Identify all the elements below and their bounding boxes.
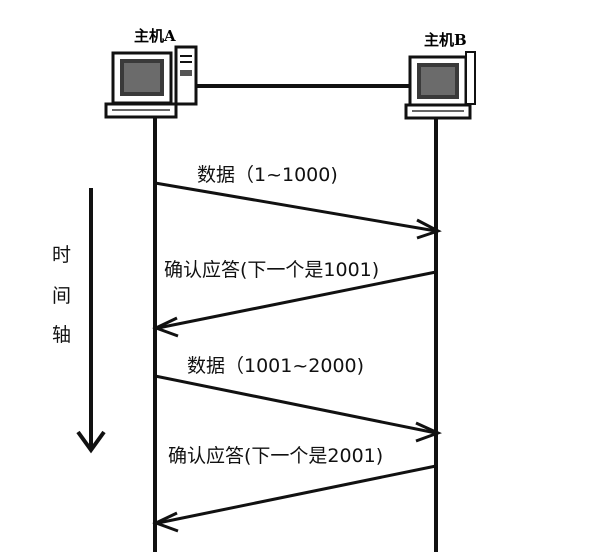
message-data-1-label: 数据（1~1000) [197, 164, 338, 186]
message-data-1-arrow [154, 181, 442, 240]
time-axis-arrow [76, 188, 106, 454]
time-axis-char-2: 间 [52, 285, 71, 307]
message-data-2-label: 数据（1001~2000) [187, 355, 364, 377]
message-data-2-arrow [154, 374, 442, 443]
host-b-computer-icon [404, 51, 476, 120]
message-ack-2-label: 确认应答(下一个是2001) [168, 445, 383, 467]
time-axis-char-3: 轴 [52, 324, 71, 346]
host-b-label: 主机B [424, 31, 467, 49]
message-ack-1-arrow [152, 270, 437, 338]
host-a-label: 主机A [134, 27, 176, 45]
message-ack-1-label: 确认应答(下一个是1001) [164, 259, 379, 281]
host-a-computer-icon [104, 45, 198, 119]
time-axis-char-1: 时 [52, 244, 71, 266]
message-ack-2-arrow [152, 464, 437, 533]
